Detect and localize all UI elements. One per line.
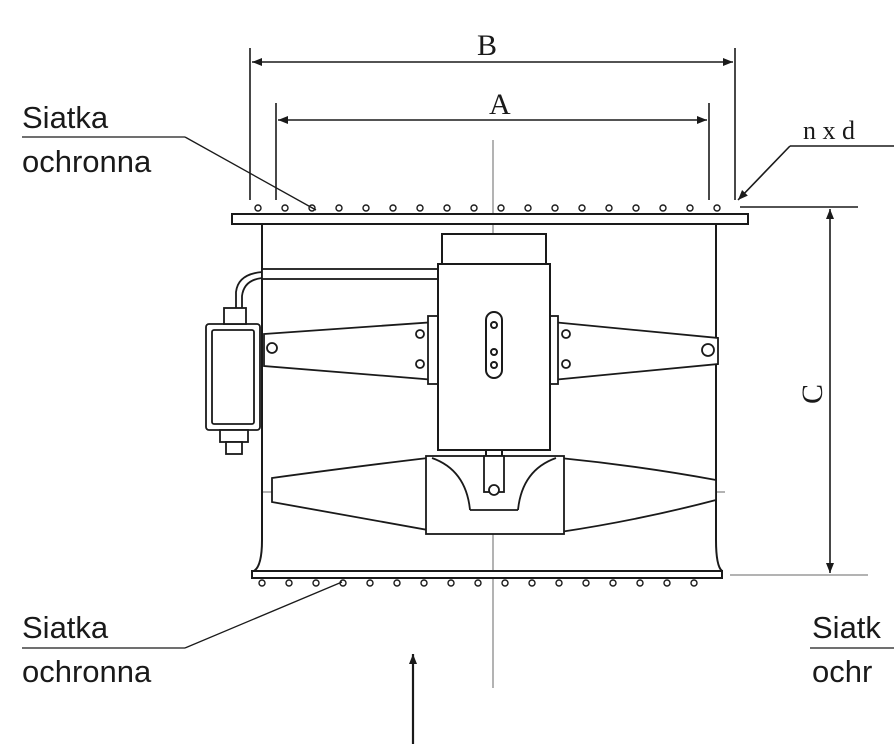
mesh-bottom-label-line1: Siatka [22,610,109,645]
mesh-hole [582,579,590,587]
dimension-c-label: C [796,384,829,404]
mesh-hole [447,579,455,587]
fan-housing [231,213,749,579]
mesh-hole [659,204,667,212]
dimension-a [275,103,710,200]
mesh-hole [335,204,343,212]
mesh-hole [578,204,586,212]
mesh-hole [663,579,671,587]
mesh-hole [420,579,428,587]
mesh-hole [497,204,505,212]
mesh-hole [389,204,397,212]
mesh-hole [470,204,478,212]
mesh-hole [632,204,640,212]
mesh-bottom [258,579,698,587]
mesh-hole [312,579,320,587]
mesh-hole [605,204,613,212]
dimension-a-label: A [489,88,511,121]
mesh-hole [636,579,644,587]
mesh-right-label-line1: Siatk [812,610,881,645]
mesh-hole [362,204,370,212]
motor-cable [261,264,464,284]
mesh-hole [285,579,293,587]
mesh-hole [258,579,266,587]
dimension-b [249,48,736,200]
mesh-bottom-label-line2: ochronna [22,654,152,689]
mesh-hole [524,204,532,212]
mesh-hole [393,579,401,587]
motor [437,233,551,461]
hole-leader [737,145,894,201]
support-arms [263,315,719,385]
mesh-hole [713,204,721,212]
mesh-hole [551,204,559,212]
mesh-top-label-line2: ochronna [22,144,152,179]
mesh-hole [443,204,451,212]
mesh-hole [254,204,262,212]
mesh-hole [474,579,482,587]
dimension-b-label: B [477,29,497,62]
mesh-top-label-line1: Siatka [22,100,109,135]
mesh-hole [690,579,698,587]
mesh-hole [416,204,424,212]
impeller [271,455,717,535]
mesh-top [254,204,721,212]
mesh-hole [501,579,509,587]
mesh-hole [555,579,563,587]
mesh-hole [366,579,374,587]
mesh-hole [686,204,694,212]
mesh-leaders [22,136,894,649]
mesh-right-label-line2: ochr [812,654,872,689]
mesh-hole [281,204,289,212]
dimension-c [730,206,868,576]
terminal-box [205,271,263,455]
mesh-hole [528,579,536,587]
hole-count-label: n x d [803,116,855,145]
mesh-hole [609,579,617,587]
